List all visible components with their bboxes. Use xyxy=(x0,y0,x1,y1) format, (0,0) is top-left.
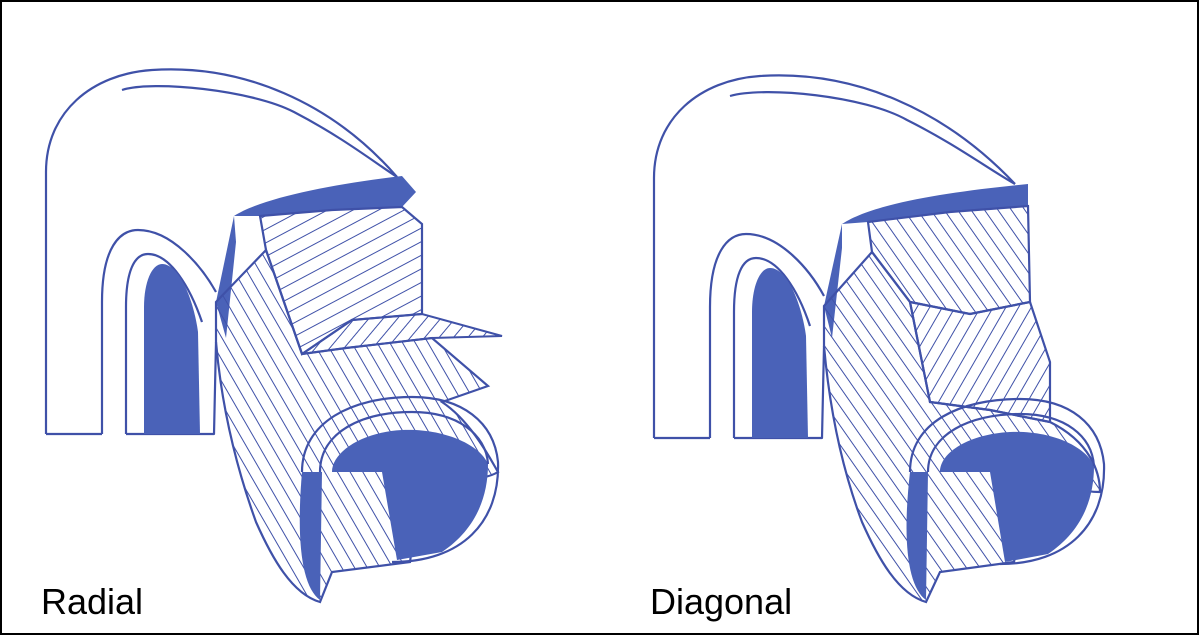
caption-radial: Radial xyxy=(41,584,143,620)
caption-diagonal: Diagonal xyxy=(650,584,792,620)
diagonal-tire-figure xyxy=(610,2,1199,622)
diagonal-tire-cutaway-icon xyxy=(610,2,1199,622)
radial-tire-figure xyxy=(2,2,602,622)
radial-tire-cutaway-icon xyxy=(2,2,602,622)
